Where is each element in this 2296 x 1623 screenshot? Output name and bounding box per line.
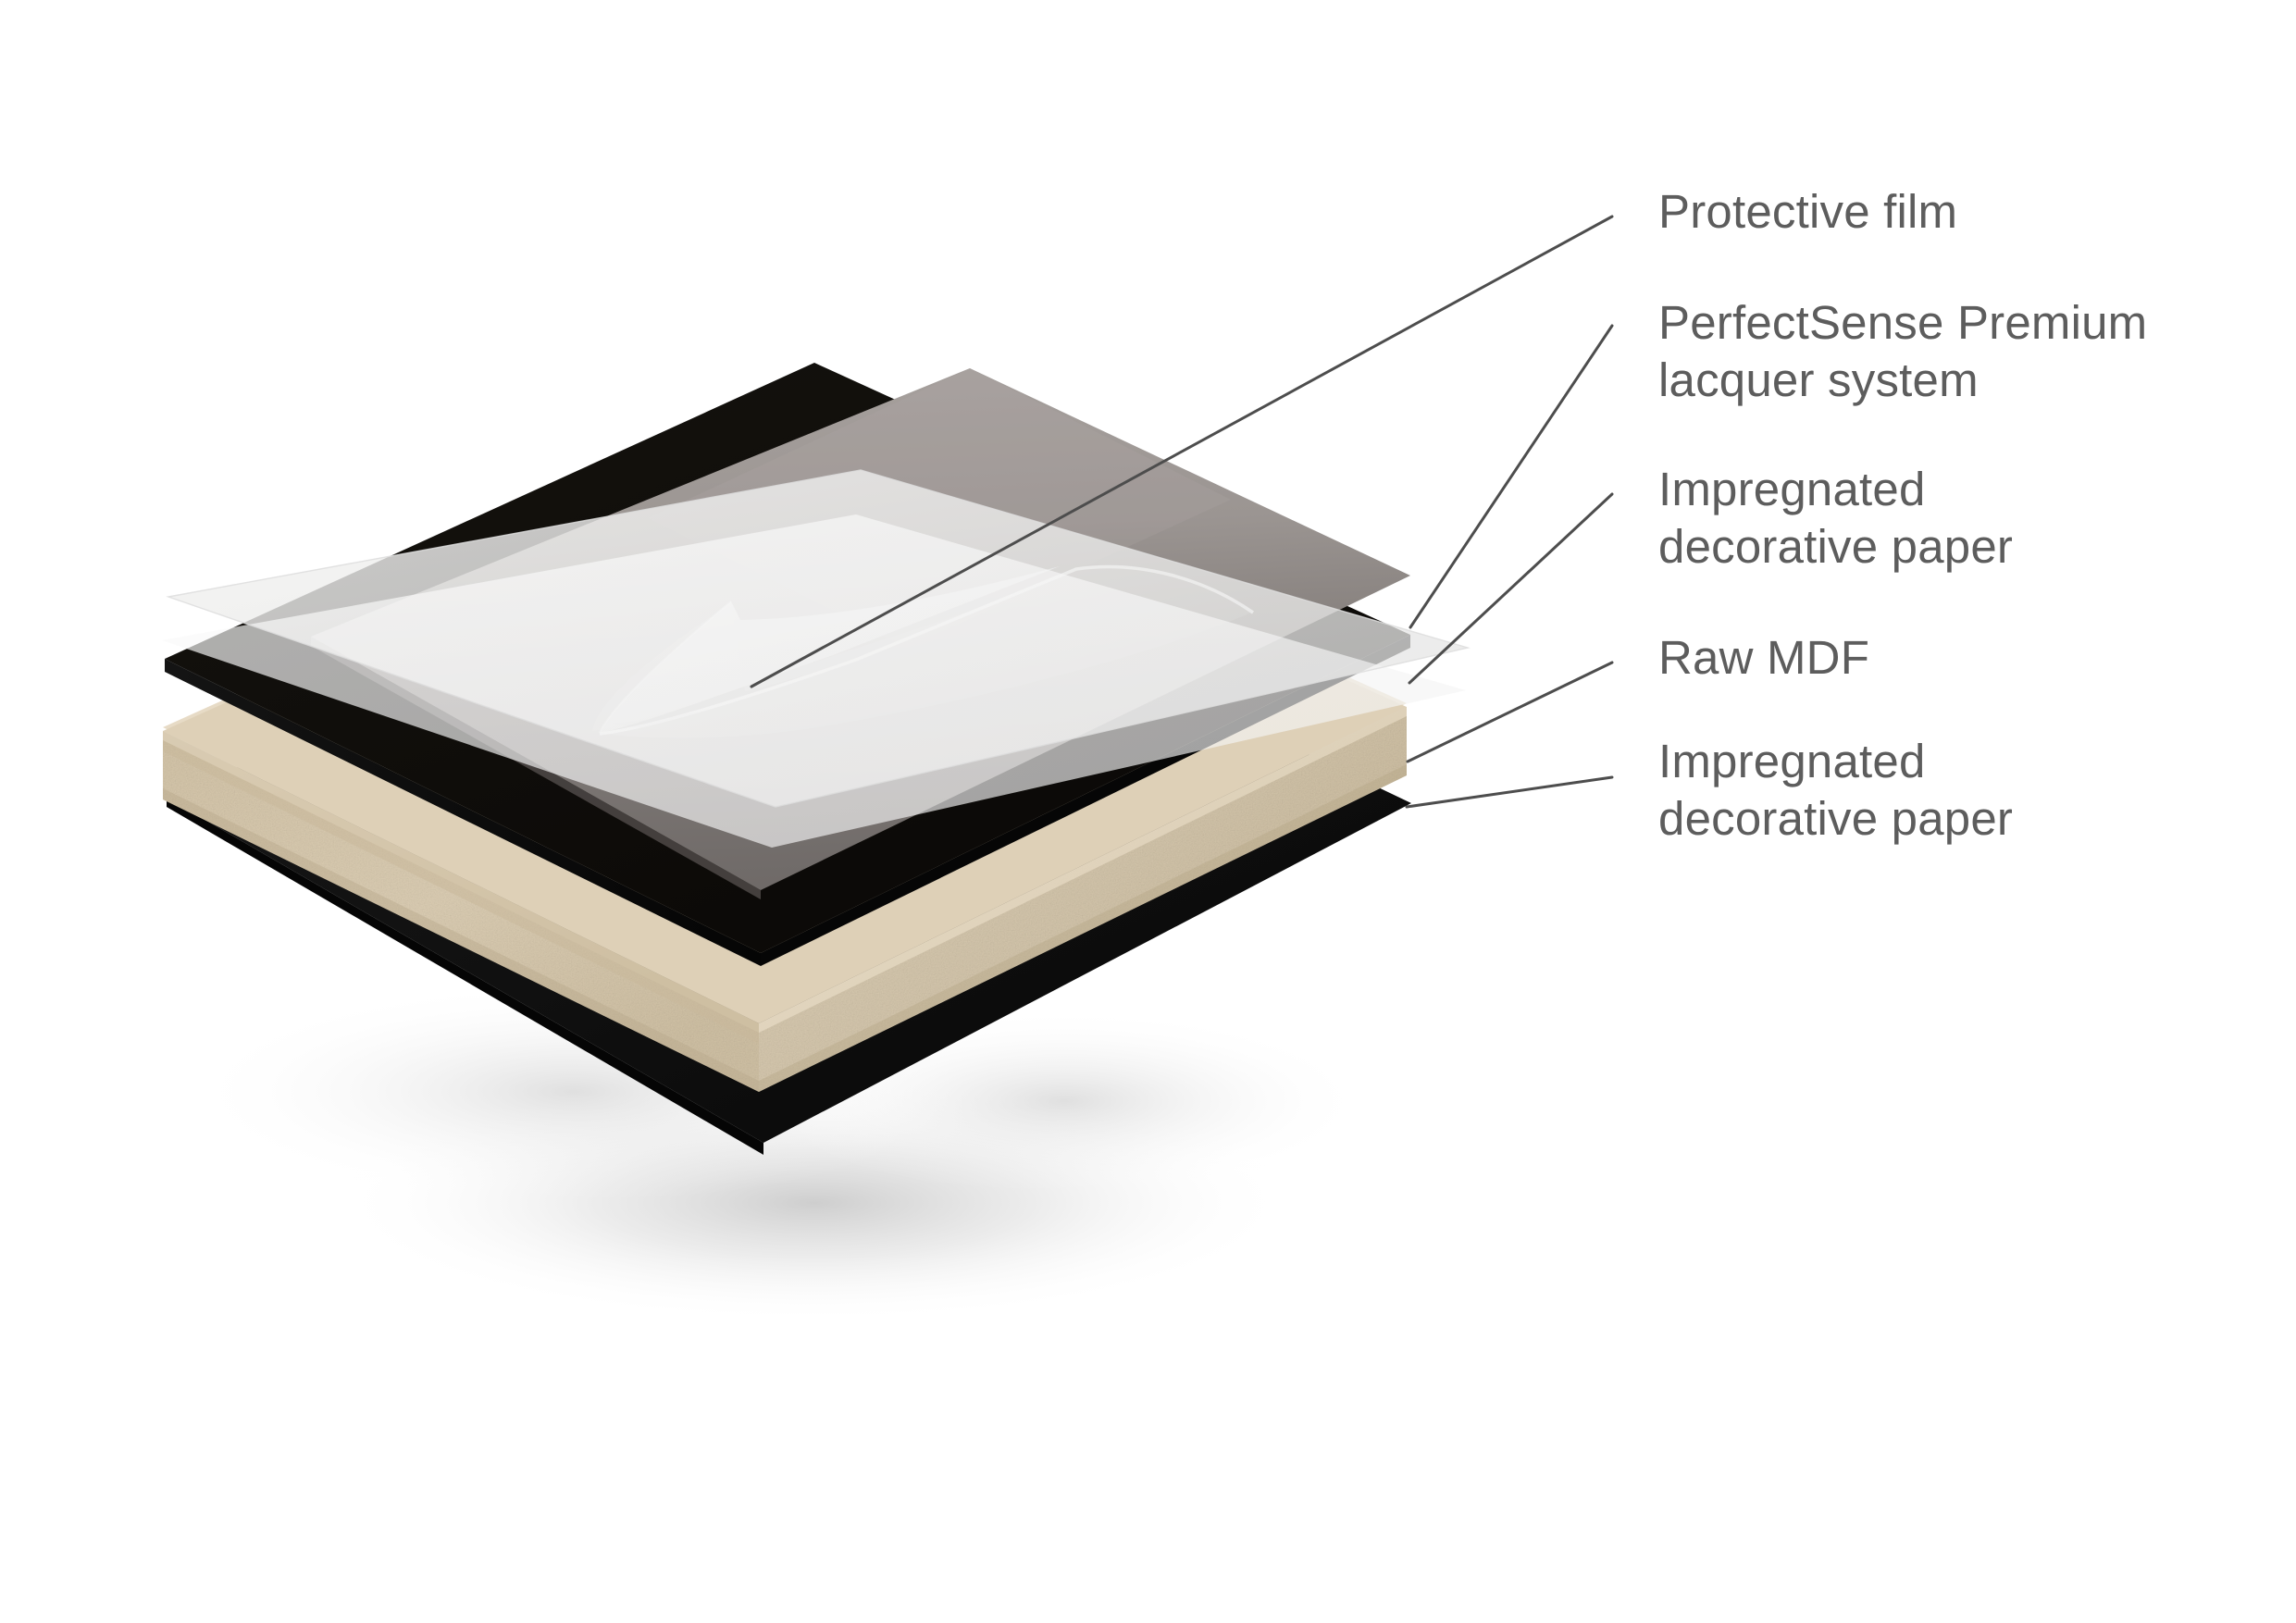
callout-label-decorative-paper-bottom: Impregnated decorative paper xyxy=(1658,735,2014,845)
layer-protective-film xyxy=(162,469,1471,848)
callout-label-decorative-paper-top: Impregnated decorative paper xyxy=(1658,463,2014,573)
leader-line-lacquer-system xyxy=(1409,324,1614,629)
leader-line-raw-mdf xyxy=(1406,661,1614,763)
callout-label-raw-mdf: Raw MDF xyxy=(1658,631,1870,684)
leader-line-decorative-paper-bottom xyxy=(1405,775,1614,809)
leader-line-protective-film xyxy=(750,215,1614,688)
callout-label-lacquer-system: PerfectSense Premium lacquer system xyxy=(1658,296,2148,406)
callout-leader-lines xyxy=(750,215,1614,809)
callout-label-protective-film: Protective film xyxy=(1658,185,1958,238)
leader-line-decorative-paper-top xyxy=(1408,492,1614,685)
